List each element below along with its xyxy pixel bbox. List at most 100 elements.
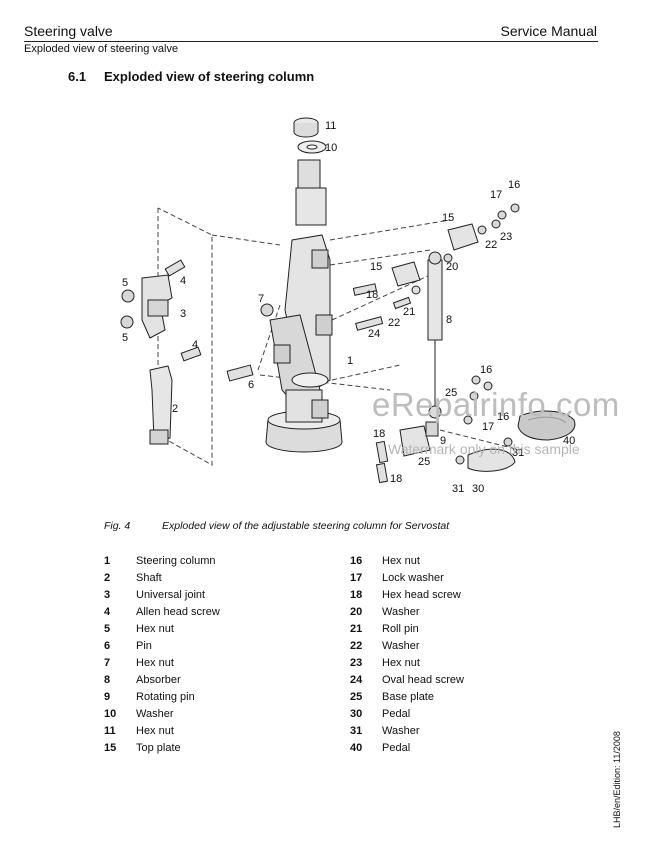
part-name: Pedal: [382, 708, 411, 720]
section-title-text: Exploded view of steering column: [104, 69, 315, 84]
header-section: Steering valve: [24, 23, 113, 39]
part-number: 6: [104, 640, 111, 652]
part-name: Shaft: [136, 572, 162, 584]
part-number: 21: [350, 623, 363, 635]
part-name: Roll pin: [382, 623, 419, 635]
figure-caption: Fig. 4 Exploded view of the adjustable st…: [104, 520, 449, 532]
part-name: Hex nut: [382, 555, 420, 567]
part-number: 4: [104, 606, 111, 618]
part-name: Hex nut: [136, 725, 174, 737]
callout-label: 24: [368, 328, 380, 340]
part-number: 25: [350, 691, 363, 703]
part-row: 21 Roll pin: [350, 621, 464, 638]
part-number: 18: [350, 589, 363, 601]
part-name: Rotating pin: [136, 691, 195, 703]
universal-joint-3: [141, 274, 173, 339]
callout-label: 16: [480, 364, 492, 376]
part-number: 3: [104, 589, 111, 601]
pedal-30: [467, 448, 516, 472]
figure-label: Fig. 4: [104, 520, 131, 532]
pedal-40: [517, 410, 576, 441]
part-number: 17: [350, 572, 363, 584]
part-row: 1 Steering column: [104, 553, 220, 570]
part-name: Oval head screw: [382, 674, 464, 686]
hex-nut-7: [260, 303, 274, 317]
edition-note: LHB/en/Edition: 11/2008: [612, 731, 622, 828]
callout-label: 22: [388, 317, 400, 329]
part-number: 22: [350, 640, 363, 652]
callout-label: 2: [172, 403, 178, 415]
callout-label: 40: [563, 435, 575, 447]
part-name: Washer: [382, 606, 420, 618]
part-number: 40: [350, 742, 363, 754]
part-name: Steering column: [136, 555, 216, 567]
part-number: 30: [350, 708, 363, 720]
callout-label: 22: [485, 239, 497, 251]
part-number: 1: [104, 555, 111, 567]
part-number: 2: [104, 572, 111, 584]
part-name: Allen head screw: [136, 606, 220, 618]
part-row: 17 Lock washer: [350, 570, 464, 587]
washers-nuts-upper: [443, 203, 520, 263]
allen-head-screw-4: [164, 259, 202, 362]
callout-label: 10: [325, 142, 337, 154]
callout-label: 17: [482, 421, 494, 433]
callout-label: 5: [122, 277, 128, 289]
callout-label: 11: [325, 120, 336, 132]
rotating-pin-9: [425, 421, 439, 437]
callout-label: 16: [508, 179, 520, 191]
callout-label: 25: [445, 387, 457, 399]
part-number: 7: [104, 657, 111, 669]
part-name: Washer: [382, 725, 420, 737]
part-name: Pin: [136, 640, 152, 652]
callout-label: 15: [370, 261, 382, 273]
header-rule: [24, 41, 598, 42]
part-number: 31: [350, 725, 363, 737]
part-name: Top plate: [136, 742, 181, 754]
callout-label: 16: [497, 411, 509, 423]
callout-label: 4: [192, 339, 198, 351]
part-number: 8: [104, 674, 111, 686]
part-number: 23: [350, 657, 363, 669]
part-name: Lock washer: [382, 572, 444, 584]
callout-label: 3: [180, 308, 186, 320]
part-row: 30 Pedal: [350, 706, 464, 723]
part-name: Hex nut: [382, 657, 420, 669]
absorber-8: [427, 251, 443, 419]
part-number: 11: [104, 725, 116, 737]
pin-6: [226, 364, 254, 382]
part-name: Washer: [382, 640, 420, 652]
callout-label: 25: [418, 456, 430, 468]
figure-caption-text: Exploded view of the adjustable steering…: [162, 520, 450, 532]
callout-label: 7: [258, 293, 264, 305]
part-name: Hex head screw: [382, 589, 461, 601]
steering-column-1: [265, 159, 343, 453]
header-manual: Service Manual: [500, 23, 598, 39]
hex-nut-11: [293, 117, 319, 138]
screws-middle: [352, 283, 421, 331]
hex-nut-5: [121, 289, 135, 303]
part-name: Washer: [136, 708, 174, 720]
callout-label: 21: [403, 306, 415, 318]
callout-label: 1: [347, 355, 353, 367]
callout-label: 18: [366, 289, 378, 301]
callout-label: 31: [512, 447, 524, 459]
part-name: Hex nut: [136, 623, 174, 635]
callout-label: 9: [440, 435, 446, 447]
callout-label: 23: [500, 231, 512, 243]
callout-label: 18: [390, 473, 402, 485]
callout-label: 17: [490, 189, 502, 201]
callout-label: 31: [452, 483, 464, 495]
